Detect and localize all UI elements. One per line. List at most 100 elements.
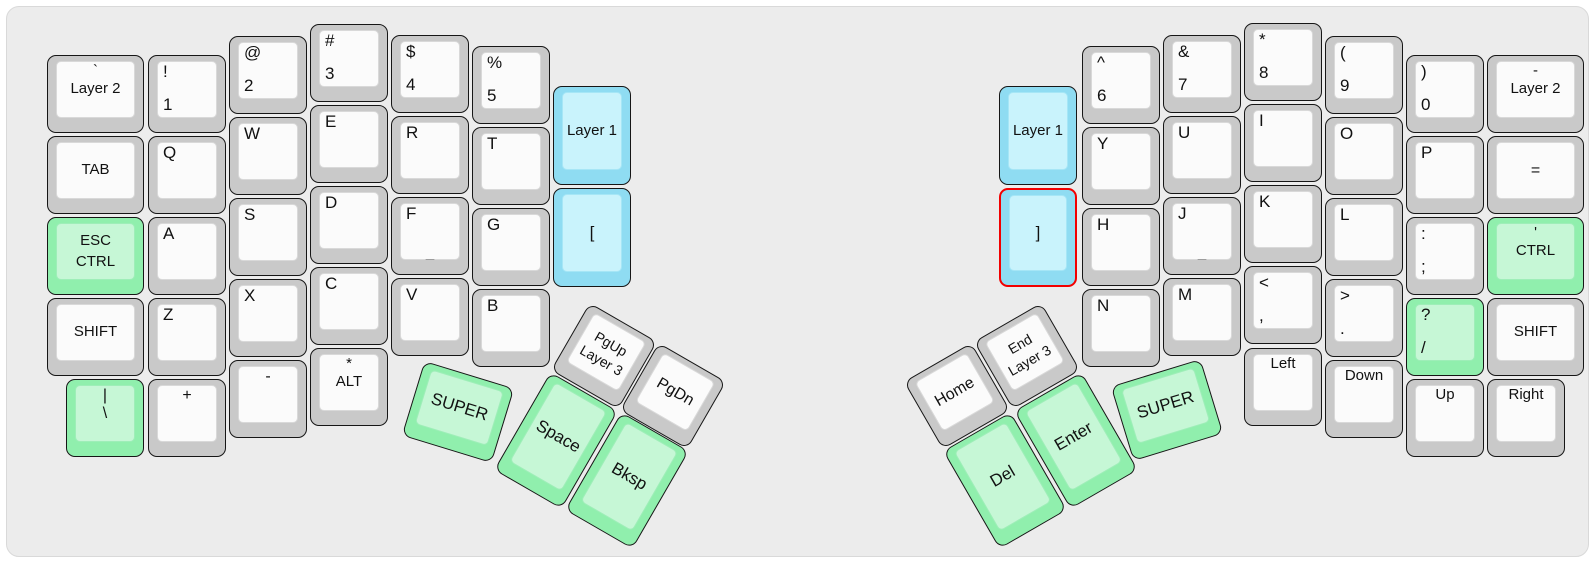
key-legend-top-center: Right bbox=[1508, 386, 1544, 403]
key-x[interactable]: X bbox=[229, 279, 307, 357]
keycap-surface: $ 4 bbox=[400, 41, 460, 98]
key-legend-top-left: < bbox=[1259, 273, 1269, 292]
key-g[interactable]: G bbox=[472, 208, 550, 286]
key-pipe-backslash[interactable]: | \ bbox=[66, 379, 144, 457]
key-legend-top-left: * bbox=[1259, 30, 1266, 49]
key-layer1-right[interactable]: Layer 1 bbox=[999, 86, 1077, 185]
keycap-surface: + bbox=[157, 385, 217, 442]
key-e[interactable]: E bbox=[310, 105, 388, 183]
key-legend-top-center: - bbox=[265, 368, 271, 385]
key-w[interactable]: W bbox=[229, 117, 307, 195]
keycap-surface: Q bbox=[157, 142, 217, 199]
keycap-surface: P bbox=[1415, 142, 1475, 199]
key-legend-top-left: Y bbox=[1097, 134, 1109, 153]
key-amp-7[interactable]: & 7 bbox=[1163, 35, 1241, 113]
key-p[interactable]: P bbox=[1406, 136, 1484, 214]
key-legend-bottom-left: . bbox=[1340, 319, 1345, 339]
key-layer1-left[interactable]: Layer 1 bbox=[553, 86, 631, 185]
key-tab[interactable]: TAB bbox=[47, 136, 144, 214]
key-legend-center: PgUp Layer 3 bbox=[577, 327, 631, 379]
key-i[interactable]: I bbox=[1244, 104, 1322, 182]
key-lt-comma[interactable]: < , bbox=[1244, 266, 1322, 344]
key-y[interactable]: Y bbox=[1082, 127, 1160, 205]
key-caret-6[interactable]: ^ 6 bbox=[1082, 46, 1160, 124]
key-legend-top-left: : bbox=[1421, 224, 1426, 243]
key-d[interactable]: D bbox=[310, 186, 388, 264]
key-legend-center: TAB bbox=[81, 161, 110, 179]
key-grave-layer2[interactable]: ` Layer 2 bbox=[47, 55, 144, 133]
key-z[interactable]: Z bbox=[148, 298, 226, 376]
key-legend-top-left: E bbox=[325, 112, 337, 131]
key-shift-left[interactable]: SHIFT bbox=[47, 298, 144, 376]
key-shift-right[interactable]: SHIFT bbox=[1487, 298, 1584, 376]
key-legend-top-left: W bbox=[244, 124, 261, 143]
key-legend-top-left: T bbox=[487, 134, 498, 153]
key-plus[interactable]: + bbox=[148, 379, 226, 457]
key-colon-semicolon[interactable]: : ; bbox=[1406, 217, 1484, 295]
key-j[interactable]: J _ bbox=[1163, 197, 1241, 275]
key-h[interactable]: H bbox=[1082, 208, 1160, 286]
key-question-slash[interactable]: ? / bbox=[1406, 298, 1484, 376]
key-right[interactable]: Right bbox=[1487, 379, 1565, 457]
key-q[interactable]: Q bbox=[148, 136, 226, 214]
key-legend-bottom-left: / bbox=[1421, 338, 1426, 358]
key-f[interactable]: F _ bbox=[391, 197, 469, 275]
keyboard-panel: ` Layer 2 ! 1 @ 2 # 3 bbox=[6, 6, 1589, 557]
key-quote-ctrl[interactable]: ' CTRL bbox=[1487, 217, 1584, 295]
key-exclam-1[interactable]: ! 1 bbox=[148, 55, 226, 133]
key-star-alt[interactable]: * ALT bbox=[310, 348, 388, 426]
key-hash-3[interactable]: # 3 bbox=[310, 24, 388, 102]
key-percent-5[interactable]: % 5 bbox=[472, 46, 550, 124]
key-b[interactable]: B bbox=[472, 289, 550, 367]
keycap-surface: SHIFT bbox=[56, 304, 135, 361]
key-v[interactable]: V bbox=[391, 278, 469, 356]
key-legend-top-left: > bbox=[1340, 286, 1350, 305]
key-legend-center: SUPER bbox=[428, 389, 491, 425]
key-rbracket[interactable]: ] bbox=[999, 188, 1077, 287]
key-dollar-4[interactable]: $ 4 bbox=[391, 35, 469, 113]
key-legend-top-left: ? bbox=[1421, 305, 1431, 324]
keycap-surface: ] bbox=[1009, 195, 1067, 271]
key-m[interactable]: M bbox=[1163, 278, 1241, 356]
key-minus[interactable]: - bbox=[229, 360, 307, 438]
key-lparen-9[interactable]: ( 9 bbox=[1325, 36, 1403, 114]
key-gt-period[interactable]: > . bbox=[1325, 279, 1403, 357]
key-super-left[interactable]: SUPER bbox=[401, 360, 515, 464]
key-legend-bottom-left: ; bbox=[1421, 257, 1426, 277]
key-legend-top-left: N bbox=[1097, 296, 1110, 315]
key-minus-layer2[interactable]: - Layer 2 bbox=[1487, 55, 1584, 133]
key-legend-top-left: B bbox=[487, 296, 499, 315]
key-legend-top-left: S bbox=[244, 205, 256, 224]
key-l[interactable]: L bbox=[1325, 198, 1403, 276]
keycap-surface: ^ 6 bbox=[1091, 52, 1151, 109]
key-o[interactable]: O bbox=[1325, 117, 1403, 195]
key-c[interactable]: C bbox=[310, 267, 388, 345]
key-s[interactable]: S bbox=[229, 198, 307, 276]
key-lbracket[interactable]: [ bbox=[553, 188, 631, 287]
keycap-surface: - Layer 2 bbox=[1496, 61, 1575, 118]
key-left[interactable]: Left bbox=[1244, 348, 1322, 426]
keycap-surface: L bbox=[1334, 204, 1394, 261]
key-rparen-0[interactable]: ) 0 bbox=[1406, 55, 1484, 133]
key-r[interactable]: R bbox=[391, 116, 469, 194]
key-t[interactable]: T bbox=[472, 127, 550, 205]
key-at-2[interactable]: @ 2 bbox=[229, 36, 307, 114]
key-equals[interactable]: = bbox=[1487, 136, 1584, 214]
key-legend-top-left: % bbox=[487, 53, 503, 72]
key-a[interactable]: A bbox=[148, 217, 226, 295]
keycap-surface: TAB bbox=[56, 142, 135, 199]
key-asterisk-8[interactable]: * 8 bbox=[1244, 23, 1322, 101]
key-n[interactable]: N bbox=[1082, 289, 1160, 367]
key-legend-center: Layer 2 bbox=[1510, 80, 1561, 98]
key-esc-ctrl[interactable]: ESC CTRL bbox=[47, 217, 144, 295]
key-down[interactable]: Down bbox=[1325, 360, 1403, 438]
key-u[interactable]: U bbox=[1163, 116, 1241, 194]
key-up[interactable]: Up bbox=[1406, 379, 1484, 457]
keycap-surface: ) 0 bbox=[1415, 61, 1475, 118]
key-legend-bottom-left: 8 bbox=[1259, 63, 1269, 83]
key-super-right[interactable]: SUPER bbox=[1110, 358, 1224, 462]
keycap-surface: R bbox=[400, 122, 460, 179]
keycap-surface: ' CTRL bbox=[1496, 223, 1575, 280]
key-k[interactable]: K bbox=[1244, 185, 1322, 263]
key-legend-bottom-left: 0 bbox=[1421, 95, 1431, 115]
